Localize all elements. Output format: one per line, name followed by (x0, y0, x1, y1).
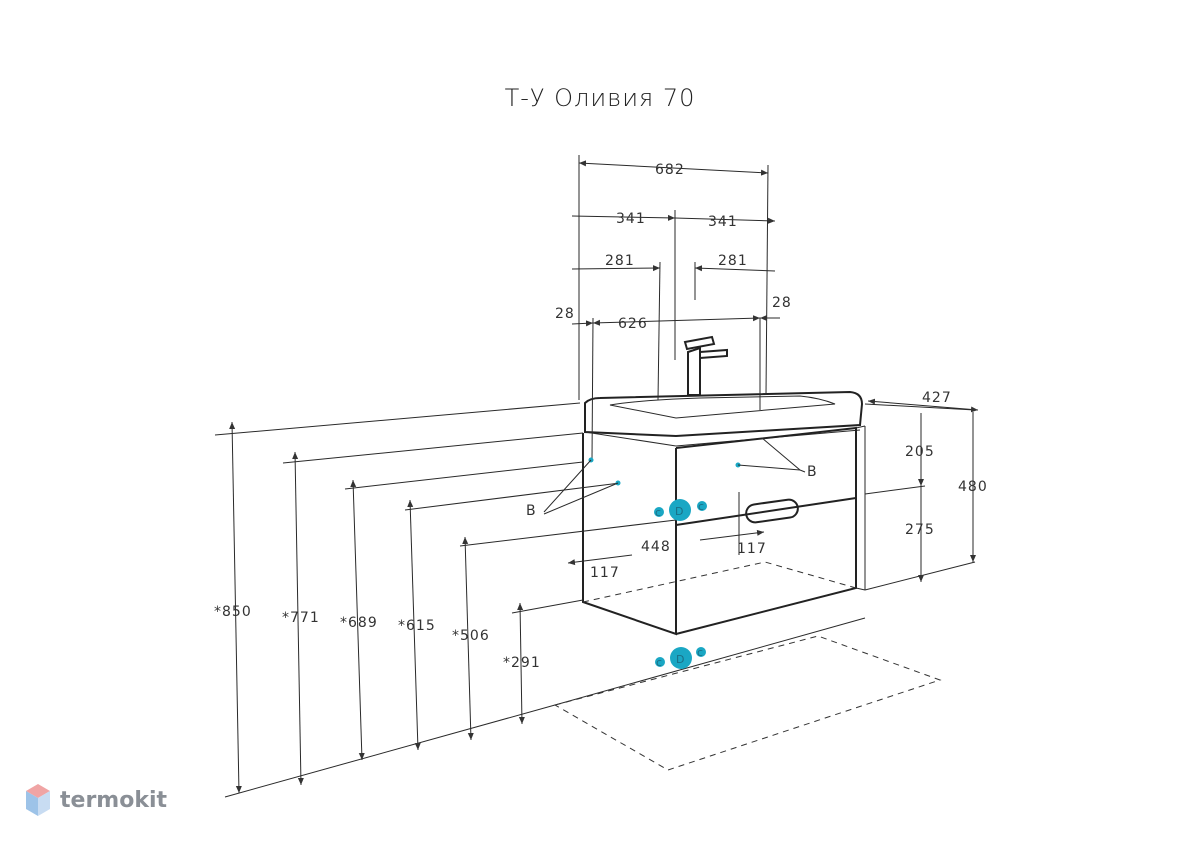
label-b-right: B (807, 464, 818, 480)
dim-205: 205 (905, 444, 935, 460)
connection-markers-floor: c D c (655, 646, 706, 669)
cube-logo-icon (26, 784, 50, 816)
label-d-2: D (676, 653, 684, 666)
dim-689: *689 (340, 615, 378, 631)
label-c-3: c (656, 656, 662, 669)
dim-480: 480 (958, 479, 988, 495)
middle-dimensions: 448 117 117 (567, 492, 767, 581)
right-dimensions: 427 205 275 480 (864, 390, 988, 591)
label-c-1: c (655, 506, 661, 519)
dim-117-right: 117 (737, 541, 767, 557)
dim-281-right: 281 (718, 253, 748, 269)
cabinet (582, 425, 866, 636)
dim-117-left: 117 (590, 565, 620, 581)
dim-28-right: 28 (772, 295, 792, 311)
floor-line (224, 704, 556, 798)
dim-626: 626 (618, 316, 648, 332)
label-c-4: c (697, 646, 703, 659)
dim-682: 682 (655, 162, 685, 178)
basin (584, 390, 864, 447)
dim-427: 427 (922, 390, 952, 406)
dim-506: *506 (452, 628, 490, 644)
dim-341-left: 341 (616, 211, 646, 227)
label-d-1: D (675, 505, 683, 518)
wall-line-top (214, 402, 581, 436)
height-dimensions: *850 *771 *689 *615 *506 *291 (214, 421, 677, 794)
connection-markers-wall: c D c (654, 499, 707, 521)
dim-281-left: 281 (605, 253, 635, 269)
dim-771: *771 (282, 610, 320, 626)
faucet (683, 335, 728, 396)
dim-615: *615 (398, 618, 436, 634)
dim-28-left: 28 (555, 306, 575, 322)
top-dimensions: 682 341 341 281 281 626 28 28 (555, 155, 792, 461)
dim-850: *850 (214, 604, 252, 620)
logo-text: termokit (60, 787, 168, 813)
dim-291: *291 (503, 655, 541, 671)
dim-341-right: 341 (708, 214, 738, 230)
label-c-2: c (698, 500, 704, 513)
label-b-left: B (526, 503, 537, 519)
mounting-points: B B (526, 437, 818, 519)
floor-line-front (554, 617, 866, 706)
dim-448: 448 (641, 539, 671, 555)
dim-275: 275 (905, 522, 935, 538)
drawing-title: Т-У Оливия 70 (504, 84, 696, 112)
floor-projection (553, 635, 942, 771)
logo: termokit (24, 782, 167, 818)
